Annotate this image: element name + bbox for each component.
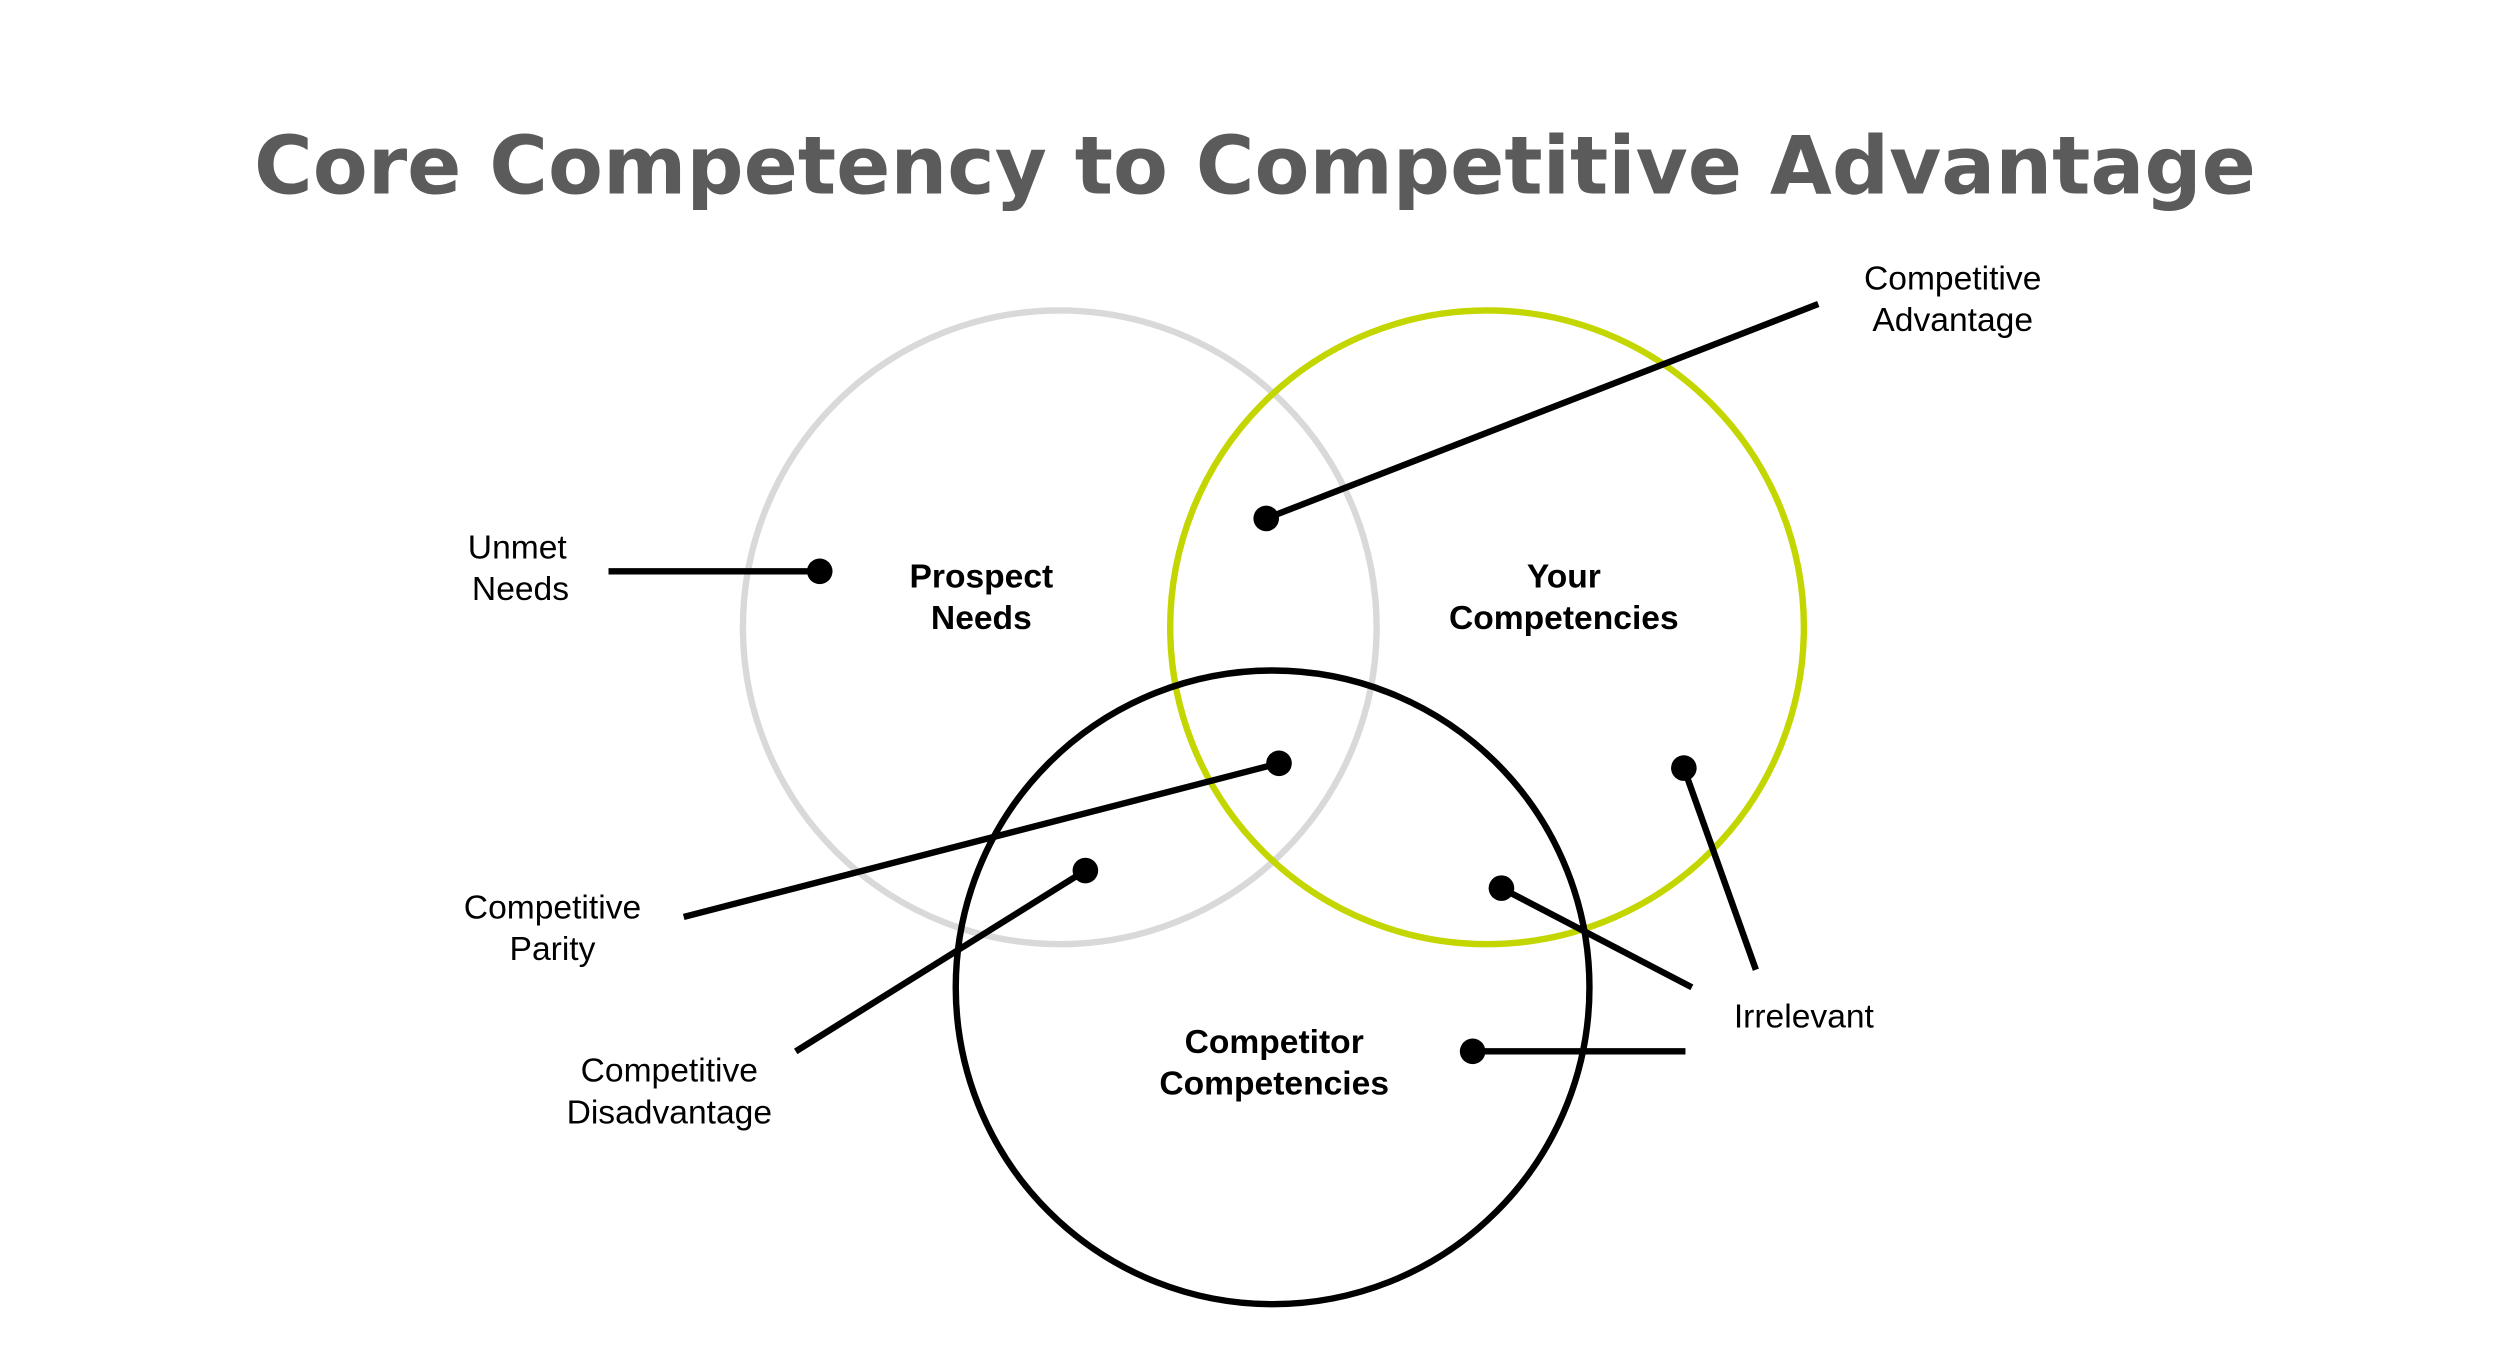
- page-title: Core Competency to Competitive Advantage: [254, 120, 2256, 213]
- competitive-advantage-leader: [1253, 301, 1820, 532]
- competitive-disadvantage-leader: [794, 857, 1099, 1055]
- irrelevant-label: Irrelevant: [1734, 998, 1875, 1035]
- competitor-competencies-circle: [952, 667, 1593, 1308]
- irrelevant-leaders: [1459, 755, 1759, 1065]
- unmet-needs-leader: [608, 558, 833, 585]
- competitive-parity-leader: [682, 750, 1292, 921]
- prospect-needs-circle: [739, 307, 1380, 948]
- your-competencies-circle: [1166, 307, 1808, 948]
